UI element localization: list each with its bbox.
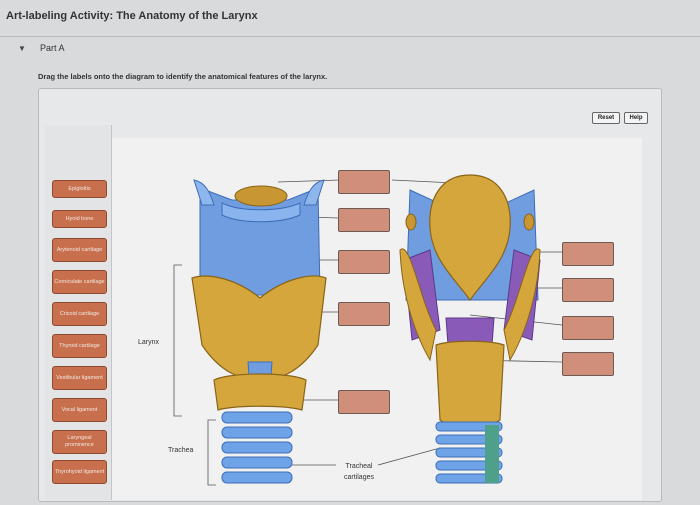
trachea-caption: Trachea xyxy=(168,447,194,454)
label-laryngeal-prominence[interactable]: Laryngeal prominence xyxy=(52,430,107,454)
anterior-larynx-illustration xyxy=(191,179,327,484)
label-hyoid-bone[interactable]: Hyoid bone xyxy=(52,210,107,228)
label-thyrohyoid-ligament[interactable]: Thyrohyoid ligament xyxy=(52,460,107,484)
tracheal-cartilages-caption: Tracheal cartilages xyxy=(344,463,374,481)
drop-target-2[interactable] xyxy=(338,208,390,232)
instructions: Drag the labels onto the diagram to iden… xyxy=(38,72,328,81)
drop-target-6[interactable] xyxy=(562,242,614,266)
label-vocal-ligament[interactable]: Vocal ligament xyxy=(52,398,107,422)
collapse-arrow-icon[interactable]: ▼ xyxy=(18,44,26,53)
drop-target-7[interactable] xyxy=(562,278,614,302)
drop-target-5[interactable] xyxy=(338,390,390,414)
label-epiglottis[interactable]: Epiglottis xyxy=(52,180,107,198)
larynx-caption: Larynx xyxy=(138,339,160,346)
label-thyroid-cartilage[interactable]: Thyroid cartilage xyxy=(52,334,107,358)
reset-button[interactable]: Reset xyxy=(592,112,620,124)
label-corniculate-cartilage[interactable]: Corniculate cartilage xyxy=(52,270,107,294)
help-button[interactable]: Help xyxy=(624,112,648,124)
part-label: Part A xyxy=(40,43,65,53)
drop-target-4[interactable] xyxy=(338,302,390,326)
part-a-header[interactable]: ▼ Part A xyxy=(0,36,700,63)
drop-target-1[interactable] xyxy=(338,170,390,194)
drop-target-9[interactable] xyxy=(562,352,614,376)
label-cricoid-cartilage[interactable]: Cricoid cartilage xyxy=(52,302,107,326)
label-arytenoid-cartilage[interactable]: Arytenoid cartilage xyxy=(52,238,107,262)
posterior-larynx-illustration xyxy=(399,174,541,484)
drop-target-8[interactable] xyxy=(562,316,614,340)
drop-target-3[interactable] xyxy=(338,250,390,274)
label-vestibular-ligament[interactable]: Vestibular ligament xyxy=(52,366,107,390)
activity-title: Art-labeling Activity: The Anatomy of th… xyxy=(6,10,258,22)
